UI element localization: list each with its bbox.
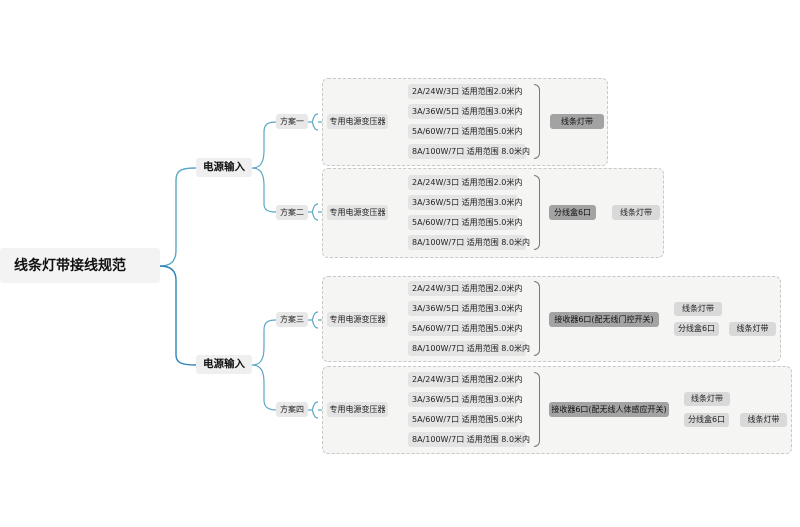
connector-line bbox=[175, 280, 197, 366]
power-option: 8A/100W/7口 适用范围 8.0米内 bbox=[408, 341, 530, 356]
branch-power-input-1: 电源输入 bbox=[196, 158, 252, 177]
power-option: 3A/36W/5口 适用范围3.0米内 bbox=[408, 392, 522, 407]
transformer-node: 专用电源变压器 bbox=[327, 312, 388, 327]
power-option: 8A/100W/7口 适用范围 8.0米内 bbox=[408, 144, 530, 159]
power-option: 8A/100W/7口 适用范围 8.0米内 bbox=[408, 235, 530, 250]
power-option: 3A/36W/5口 适用范围3.0米内 bbox=[408, 104, 522, 119]
connector-line bbox=[311, 311, 319, 329]
light-strip-node: 线条灯带 bbox=[684, 392, 730, 406]
light-strip-node: 线条灯带 bbox=[740, 413, 787, 427]
power-option: 2A/24W/3口 适用范围2.0米内 bbox=[408, 372, 522, 387]
connector-line bbox=[311, 401, 319, 419]
power-option: 5A/60W/7口 适用范围5.0米内 bbox=[408, 412, 522, 427]
power-option: 3A/36W/5口 适用范围3.0米内 bbox=[408, 301, 522, 316]
connector-line bbox=[311, 113, 319, 131]
root-title: 线条灯带接线规范 bbox=[0, 248, 160, 283]
power-option: 2A/24W/3口 适用范围2.0米内 bbox=[408, 84, 522, 99]
light-strip-node: 线条灯带 bbox=[729, 322, 776, 336]
connector-line bbox=[251, 364, 277, 411]
plan-four-label: 方案四 bbox=[276, 402, 308, 417]
connector-line bbox=[159, 265, 177, 281]
splitter-box-node: 分线盒6口 bbox=[684, 413, 729, 427]
options-bracket bbox=[534, 281, 540, 356]
power-option: 5A/60W/7口 适用范围5.0米内 bbox=[408, 215, 522, 230]
power-option: 2A/24W/3口 适用范围2.0米内 bbox=[408, 281, 522, 296]
options-bracket bbox=[534, 372, 540, 447]
plan-two-label: 方案二 bbox=[276, 205, 308, 220]
connector-line bbox=[159, 167, 197, 267]
plan-one-label: 方案一 bbox=[276, 114, 308, 129]
options-bracket bbox=[534, 84, 540, 159]
splitter-box-node: 分线盒6口 bbox=[549, 205, 596, 220]
receiver-node: 接收器6口(配无线人体感应开关) bbox=[549, 402, 669, 417]
receiver-node: 接收器6口(配无线门控开关) bbox=[549, 312, 659, 327]
connector-line bbox=[251, 121, 277, 169]
power-option: 5A/60W/7口 适用范围5.0米内 bbox=[408, 124, 522, 139]
options-bracket bbox=[534, 175, 540, 250]
connector-line bbox=[251, 319, 277, 366]
light-strip-node: 线条灯带 bbox=[674, 302, 722, 316]
branch-power-input-2: 电源输入 bbox=[196, 355, 252, 374]
power-option: 2A/24W/3口 适用范围2.0米内 bbox=[408, 175, 522, 190]
power-option: 5A/60W/7口 适用范围5.0米内 bbox=[408, 321, 522, 336]
transformer-node: 专用电源变压器 bbox=[327, 114, 388, 129]
light-strip-node: 线条灯带 bbox=[612, 205, 660, 220]
splitter-box-node: 分线盒6口 bbox=[674, 322, 719, 336]
power-option: 8A/100W/7口 适用范围 8.0米内 bbox=[408, 432, 530, 447]
plan-three-label: 方案三 bbox=[276, 312, 308, 327]
connector-line bbox=[311, 203, 319, 221]
connector-line bbox=[251, 167, 277, 213]
transformer-node: 专用电源变压器 bbox=[327, 205, 388, 220]
power-option: 3A/36W/5口 适用范围3.0米内 bbox=[408, 195, 522, 210]
transformer-node: 专用电源变压器 bbox=[327, 402, 388, 417]
light-strip-node: 线条灯带 bbox=[550, 114, 604, 129]
